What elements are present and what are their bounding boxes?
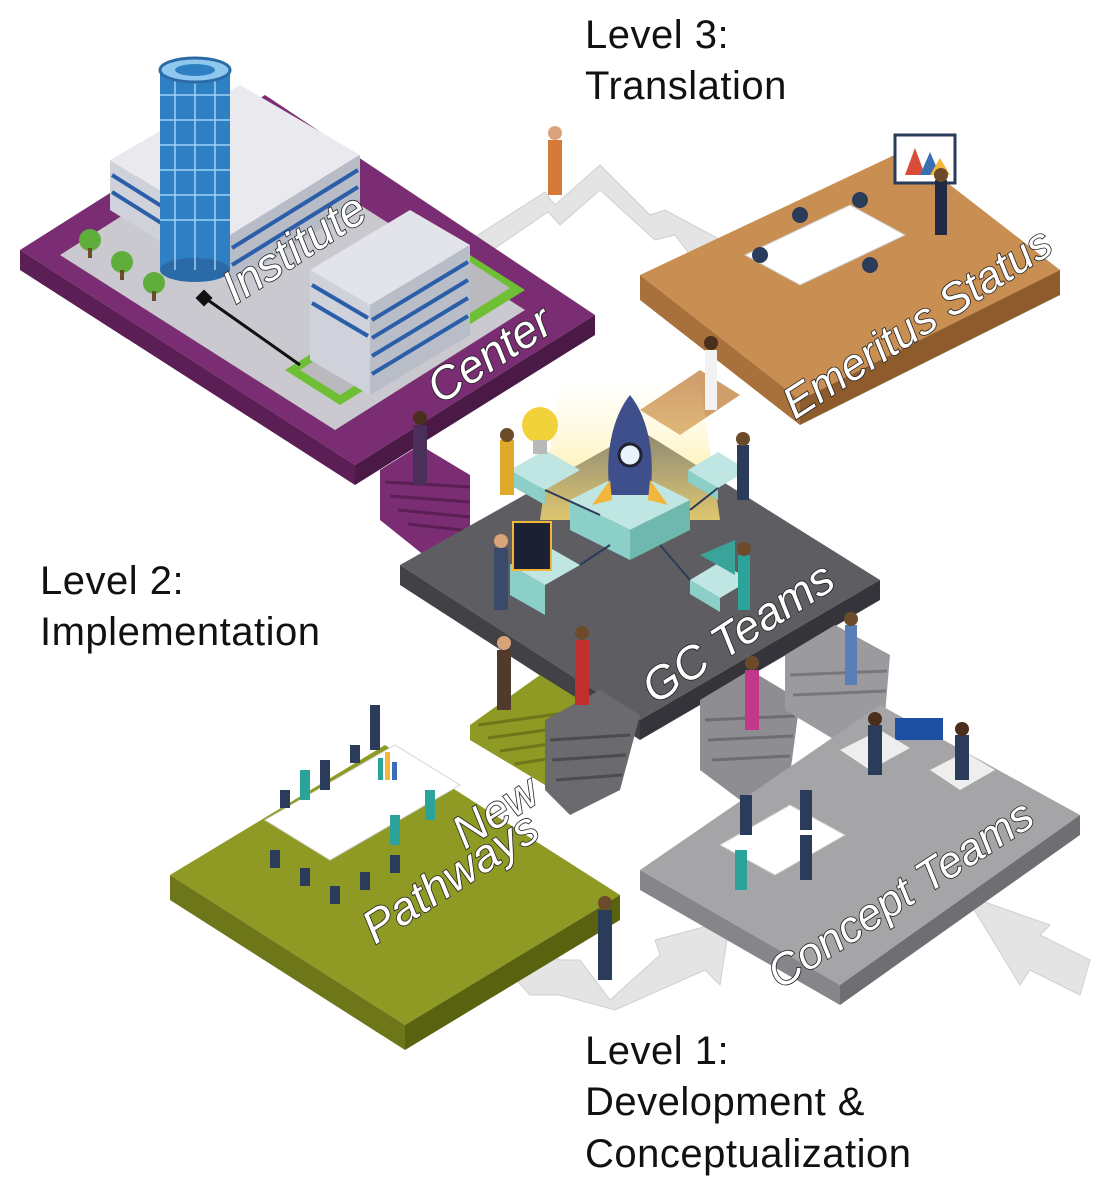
- concept-teams-platform: [640, 705, 1080, 1005]
- arrow-to-translation: [469, 164, 732, 256]
- level1-subtitle-line2: Conceptualization: [585, 1132, 912, 1176]
- level2-title: Level 2:: [40, 559, 185, 603]
- emeritus-platform: [640, 133, 1060, 425]
- level3-subtitle: Translation: [585, 64, 787, 108]
- new-pathways-platform: [170, 636, 620, 1050]
- level3-title: Level 3:: [585, 13, 730, 57]
- level2-subtitle: Implementation: [40, 610, 321, 654]
- arrow-level1: [479, 919, 731, 1011]
- institute-platform: [20, 56, 595, 560]
- stairs-gc-to-level1: [545, 612, 890, 815]
- arrow-into-concept: [963, 894, 1091, 996]
- level1-subtitle-line1: Development &: [585, 1080, 865, 1124]
- level1-title: Level 1:: [585, 1029, 730, 1073]
